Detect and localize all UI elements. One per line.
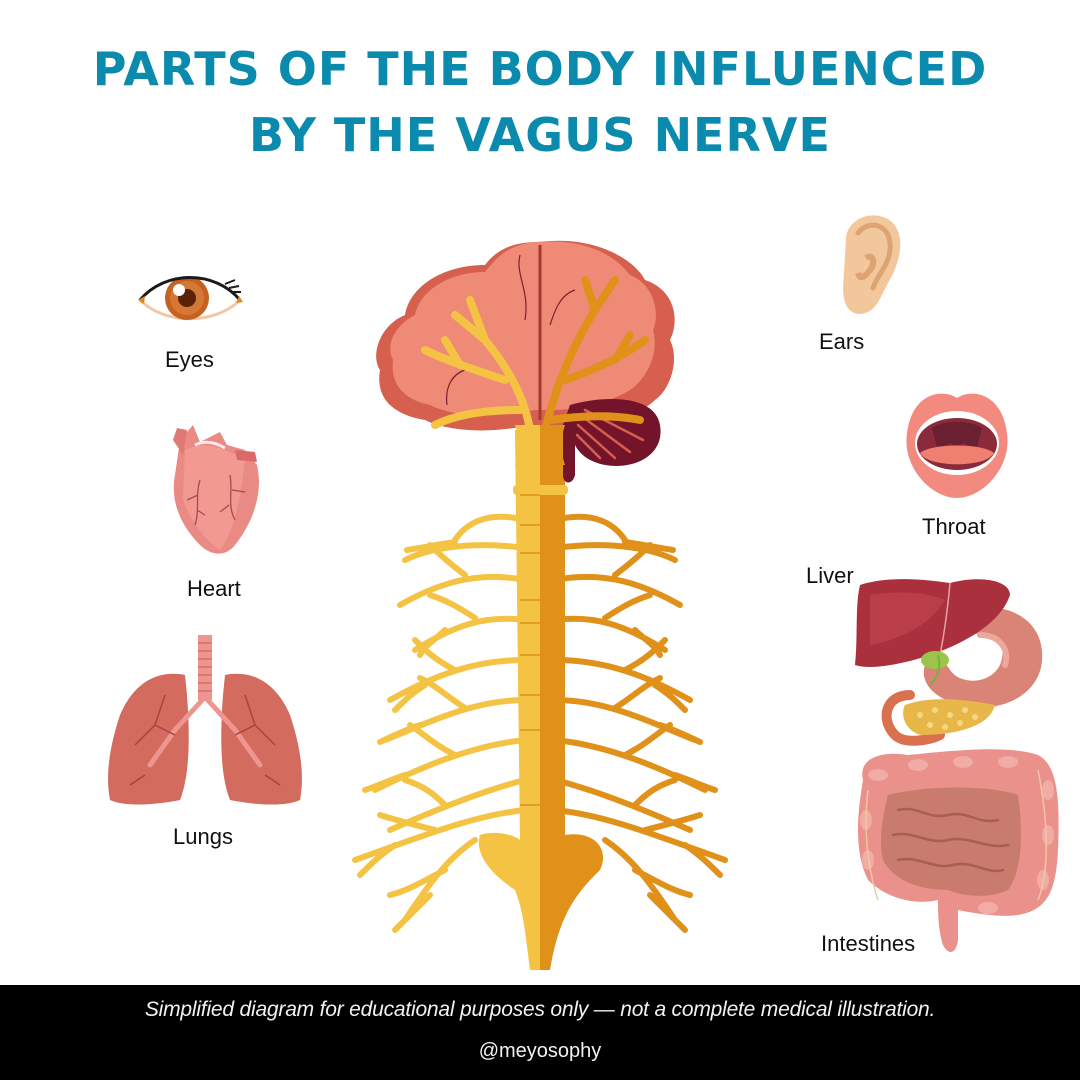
title-line-1: Parts of the body influenced (92, 42, 988, 96)
nerve-branches-right (552, 513, 728, 933)
intestines-icon (858, 749, 1059, 952)
eyes-label: Eyes (165, 347, 214, 372)
lungs-icon (108, 635, 302, 805)
title-line-2: by the vagus nerve (249, 108, 831, 162)
throat-label: Throat (922, 514, 986, 539)
intestines-label: Intestines (821, 931, 916, 956)
heart-organ-icon (173, 425, 259, 554)
footer: Simplified diagram for educational purpo… (0, 985, 1080, 1080)
page-title: Parts of the body influenced by the vagu… (0, 36, 1080, 168)
eye-icon (138, 276, 243, 321)
footer-disclaimer: Simplified diagram for educational purpo… (144, 998, 936, 1021)
brain (376, 240, 675, 483)
spinal-cord-right (540, 430, 604, 970)
mouth-throat-icon (906, 393, 1008, 498)
liver-stomach-icon (855, 579, 1043, 746)
spinal-cord-left (478, 430, 540, 970)
heart-label: Heart (187, 576, 241, 601)
cerebellum (563, 399, 661, 483)
ears-label: Ears (819, 329, 865, 354)
ear-icon (843, 215, 901, 314)
nerve-branches-left (352, 513, 528, 933)
lungs-label: Lungs (173, 824, 233, 849)
footer-handle: @meyosophy (478, 1040, 602, 1062)
brain-spinal-nerve-illustration (352, 240, 728, 970)
liver-label: Liver (806, 563, 854, 588)
